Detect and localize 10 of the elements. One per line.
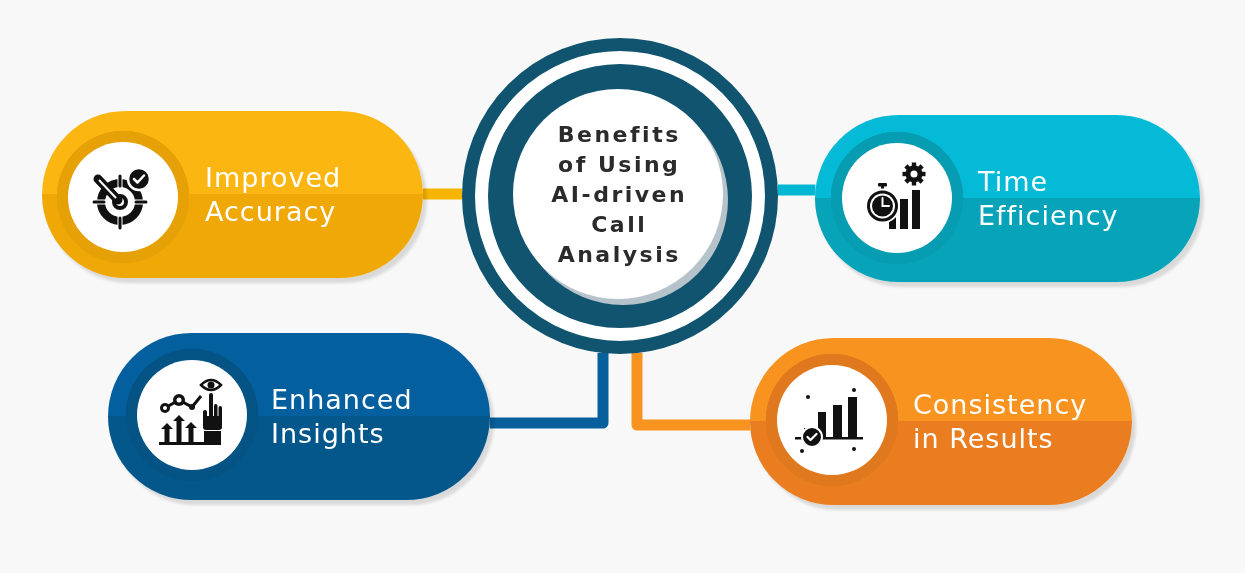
- connector-line: [631, 353, 751, 431]
- benefit-label: Consistency in Results: [913, 387, 1089, 456]
- benefit-label: Time Efficiency: [978, 164, 1120, 233]
- connector-line: [489, 353, 609, 429]
- hub-label: Benefits of Using AI-driven Call Analysis: [550, 121, 689, 269]
- hub-circle: [462, 38, 778, 354]
- benefit-label: Improved Accuracy: [205, 160, 343, 229]
- connector-line: [777, 184, 816, 196]
- connector-line: [423, 188, 462, 200]
- benefit-label: Enhanced Insights: [271, 382, 414, 451]
